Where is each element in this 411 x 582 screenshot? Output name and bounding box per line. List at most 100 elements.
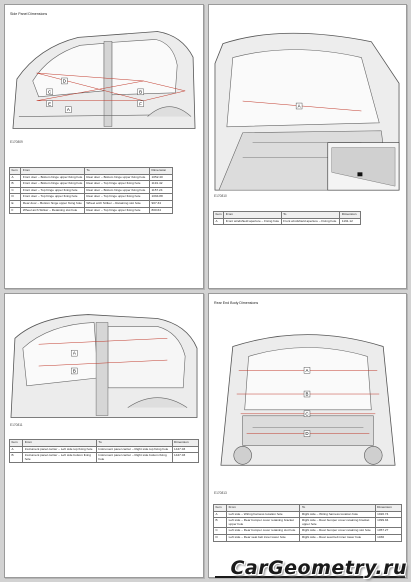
cell-item: B bbox=[8, 452, 24, 464]
header-dimension: Dimension bbox=[374, 504, 403, 512]
rear-end-illustration: A B C D bbox=[220, 334, 396, 466]
callout-label: C bbox=[305, 411, 309, 416]
cell-item: F bbox=[8, 206, 22, 215]
cell-from: Left side – Rear bumper cover retaining … bbox=[226, 517, 301, 529]
cell-dimension: 1447.03 bbox=[171, 445, 200, 454]
windshield-figure: A bbox=[213, 23, 402, 193]
header-to: To bbox=[299, 504, 376, 512]
callout-box bbox=[61, 77, 68, 85]
callout-label: D bbox=[305, 431, 308, 436]
callout-label: A bbox=[73, 351, 76, 356]
callout-box bbox=[303, 390, 311, 398]
table-header-row: Item From To Dimension bbox=[8, 167, 173, 175]
callout-label: B bbox=[306, 392, 309, 397]
figure-id: E170810 bbox=[214, 194, 227, 198]
callout-box bbox=[71, 367, 78, 375]
cell-from: Front door – Top hinge upper fixing hole bbox=[20, 193, 85, 201]
header-dimension: Dimension bbox=[149, 167, 173, 175]
instrument-panel-illustration: A B bbox=[10, 314, 198, 418]
callout-label: C bbox=[48, 89, 52, 94]
cell-item: A bbox=[212, 217, 225, 226]
cell-to: Right side – Rear seat belt inner lower … bbox=[299, 533, 376, 542]
callout-label: F bbox=[139, 101, 142, 106]
callout-box bbox=[46, 100, 53, 107]
callout-box bbox=[137, 100, 144, 107]
cell-to: Rear door – Top hinge upper fixing hole bbox=[83, 180, 151, 188]
cell-from: Left side – Rear seat belt inner lower h… bbox=[226, 533, 301, 542]
watermark-logo: CarGeometry.ru bbox=[230, 557, 407, 579]
side-panel-illustration: D C E A B F bbox=[12, 31, 196, 129]
header-item: Item bbox=[8, 167, 22, 175]
cell-item: E bbox=[8, 199, 22, 208]
header-to: To bbox=[280, 211, 341, 219]
cell-to: Wheel arch Striker – Retaining slot hole bbox=[83, 199, 151, 208]
cell-dimension: 907.34 bbox=[149, 199, 173, 208]
cell-to: Right side – Rear bumper cover retaining… bbox=[299, 517, 376, 529]
cell-item: A bbox=[8, 173, 22, 182]
cell-to: Instrument panel carrier – Right side to… bbox=[95, 445, 173, 454]
dimensions-table: Item From To Dimension A Front windshield… bbox=[212, 211, 361, 226]
callout-box bbox=[137, 88, 144, 96]
cell-item: A bbox=[8, 445, 24, 454]
cell-dimension: 1191.12 bbox=[339, 217, 361, 226]
cell-dimension: 800.64 bbox=[149, 206, 173, 215]
manual-page-windshield: A E170810 Item From To Dimension A Front … bbox=[208, 4, 407, 289]
side-panel-figure: D C E A B F bbox=[9, 17, 199, 137]
figure-id: E170813 bbox=[214, 491, 227, 495]
windshield-illustration: A bbox=[214, 32, 400, 191]
cell-to: Rear door – Bottom hinge upper fixing ho… bbox=[83, 186, 151, 195]
page-title: Rear End Body Dimensions bbox=[214, 301, 259, 305]
callout-box bbox=[46, 88, 53, 96]
callout-label: B bbox=[73, 369, 76, 374]
cell-item: D bbox=[212, 533, 228, 542]
cell-dimension: 1036 bbox=[374, 533, 403, 542]
callout-label: B bbox=[139, 89, 142, 94]
rear-end-figure: A B C D bbox=[213, 316, 402, 476]
cell-from: Wheel arch Striker – Retaining slot hole bbox=[20, 206, 85, 215]
header-item: Item bbox=[8, 439, 24, 447]
cell-dimension: 1447.03 bbox=[171, 452, 200, 464]
callout-label: D bbox=[63, 79, 66, 84]
header-dimension: Dimension bbox=[171, 439, 200, 447]
cell-from: Left side – Rear bumper cover retaining … bbox=[226, 527, 301, 535]
callout-box bbox=[65, 106, 72, 113]
cell-item: D bbox=[8, 193, 22, 201]
cell-to: Rear door – Top hinge upper fixing hole bbox=[83, 193, 151, 201]
cell-to: Front windshield aperture – Fixing hole bbox=[280, 217, 341, 226]
cell-dimension: 1094.88 bbox=[149, 193, 173, 201]
manual-page-rear-end: Rear End Body Dimensions A B C bbox=[208, 293, 407, 578]
callout-label: A bbox=[298, 104, 301, 109]
cell-dimension: 1052.40 bbox=[149, 173, 173, 182]
cell-item: B bbox=[8, 180, 22, 188]
cell-from: Front door – Bottom hinge upper fixing h… bbox=[20, 180, 85, 188]
cell-to: Right side – Wiring harness location hol… bbox=[299, 510, 376, 519]
callout-label: E bbox=[48, 101, 51, 106]
callout-label: A bbox=[306, 368, 309, 373]
callout-box bbox=[303, 367, 311, 374]
header-to: To bbox=[95, 439, 173, 447]
table-row: A Front windshield aperture – Fixing hole… bbox=[212, 217, 361, 226]
table-header-row: Item From To Dimension bbox=[212, 211, 361, 219]
cell-dimension: 1020.74 bbox=[374, 510, 403, 519]
manual-page-side-panel: Side Panel Dimensions D C bbox=[4, 4, 204, 289]
cell-item: B bbox=[212, 517, 228, 529]
cell-item: A bbox=[212, 510, 228, 519]
cell-to: Rear door – Top hinge upper fixing hole bbox=[83, 206, 151, 215]
callout-box bbox=[303, 430, 311, 437]
header-item: Item bbox=[212, 211, 225, 219]
cell-to: Right side – Rear bumper cover retaining… bbox=[299, 527, 376, 535]
page-title: Side Panel Dimensions bbox=[10, 12, 48, 16]
header-from: From bbox=[22, 439, 97, 447]
